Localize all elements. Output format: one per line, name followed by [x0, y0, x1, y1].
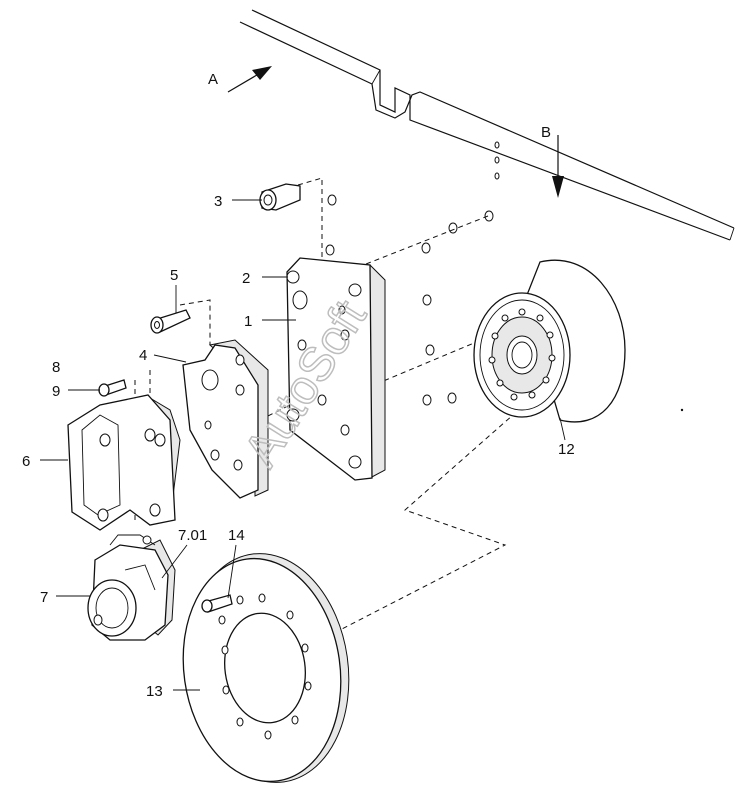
stray-dot	[680, 408, 684, 412]
part-7-caliper	[87, 534, 176, 641]
disc-bolt-holes	[218, 593, 312, 740]
part-12-hub	[473, 259, 626, 423]
part-5-bolt	[150, 309, 191, 334]
view-label-a: A	[208, 71, 218, 88]
callout-7: 7	[40, 589, 48, 606]
callout-7-01: 7.01	[178, 527, 207, 544]
part-3-bolt	[259, 183, 301, 211]
view-arrow-b: B	[541, 124, 564, 198]
part-13-disc	[182, 553, 350, 783]
callout-13: 13	[146, 683, 163, 700]
part-9-bolt	[98, 379, 127, 397]
callout-12: 12	[558, 441, 575, 458]
callout-1: 1	[244, 313, 252, 330]
callout-5: 5	[170, 267, 178, 284]
callout-8: 8	[52, 359, 60, 376]
callout-14: 14	[228, 527, 245, 544]
callout-4: 4	[139, 347, 147, 364]
hub-bolt-holes	[488, 308, 556, 401]
callout-6: 6	[22, 453, 30, 470]
part-6-bracket	[67, 394, 181, 531]
frame-rail	[239, 9, 735, 241]
leader-lines	[40, 199, 566, 691]
callout-9: 9	[52, 383, 60, 400]
callout-labels: 3 2 1 5 4 8 9 6 7.01 14 7 13 12	[22, 193, 575, 700]
part-14-bolt	[201, 594, 233, 613]
callout-3: 3	[214, 193, 222, 210]
part-1-plate	[286, 257, 386, 481]
frame-holes	[325, 141, 500, 406]
part-4-plate	[182, 339, 269, 499]
view-arrow-a: A	[208, 66, 272, 93]
callout-2: 2	[242, 270, 250, 287]
view-label-b: B	[541, 124, 551, 141]
